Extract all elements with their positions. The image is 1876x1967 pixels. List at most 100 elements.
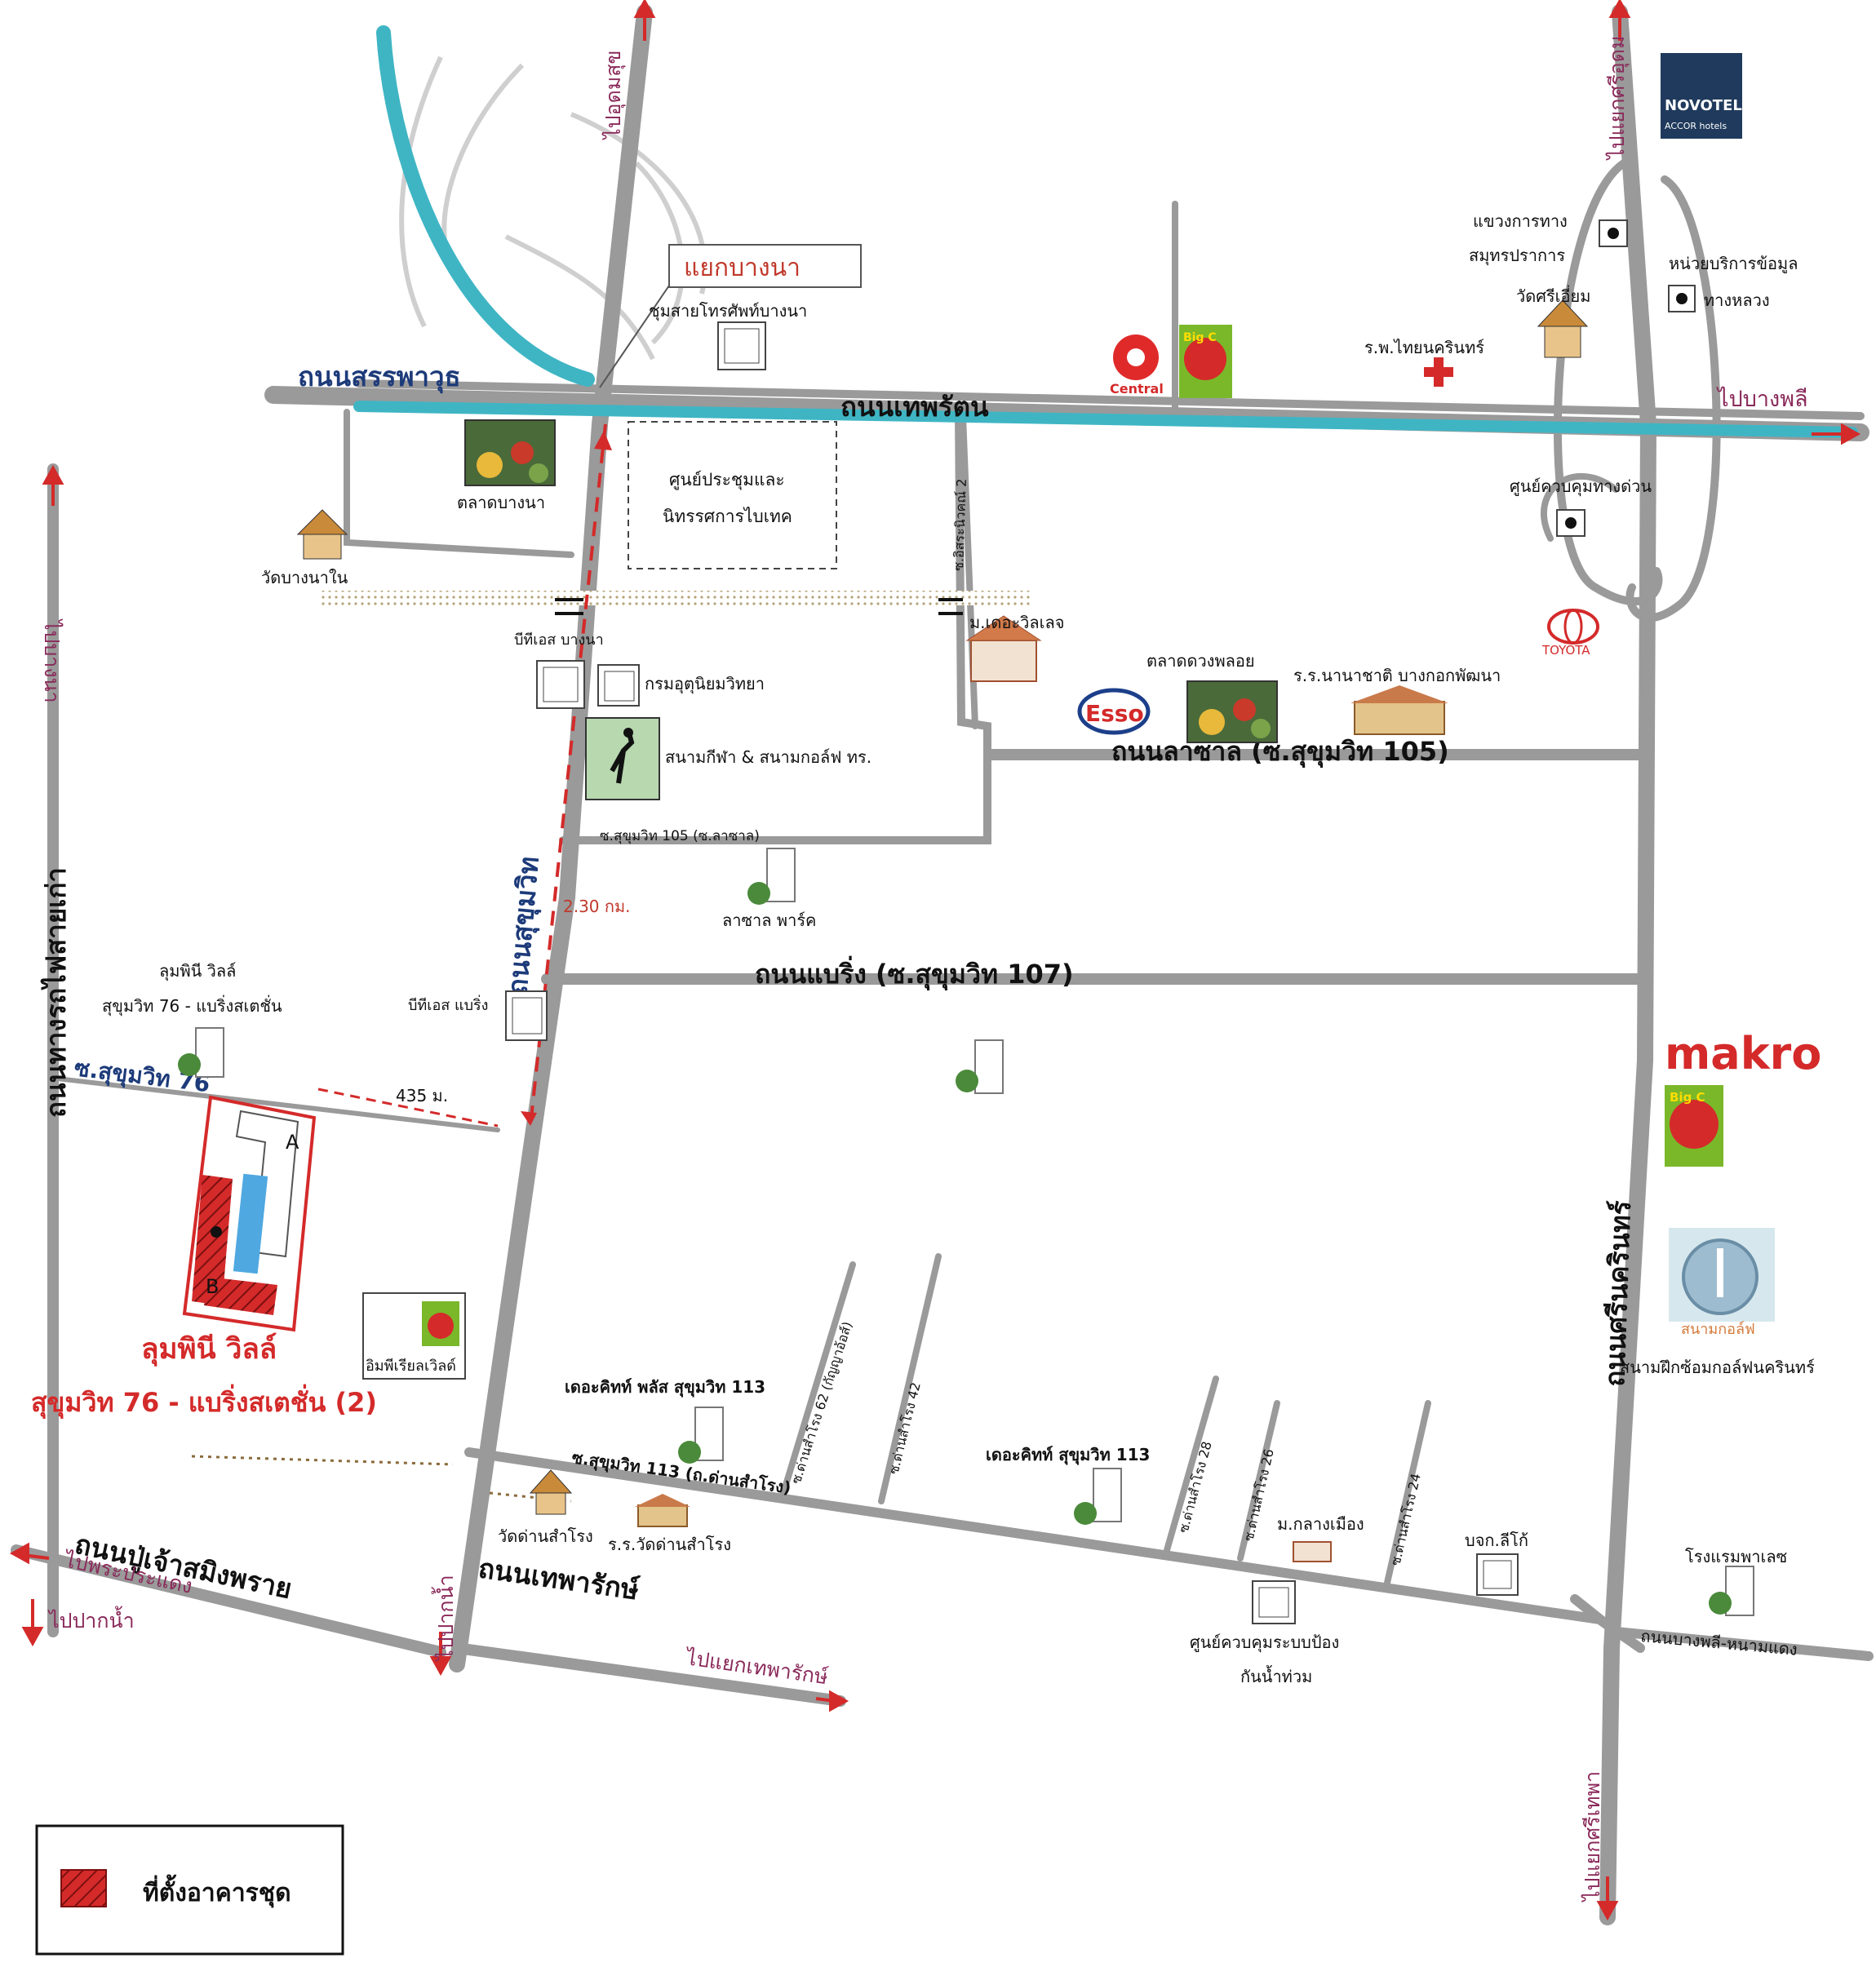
legend: ที่ตั้งอาคารชุด — [35, 1824, 344, 1956]
lumpini-small: ลุมพินี วิลล์ สุขุมวิท 76 - แบริ่งสเตชั่… — [102, 961, 282, 1078]
road-label-lasalle: ถนนลาซาล (ซ.สุขุมวิท 105) — [1111, 736, 1449, 769]
direction-bangna: ไปบางนา — [40, 618, 64, 703]
palace-hotel: โรงแรมพาเลซ — [1685, 1547, 1787, 1616]
road-label-sanphawut: ถนนสรรพาวุธ — [298, 361, 461, 394]
hospital-label: ร.พ.ไทยนครินทร์ — [1364, 338, 1484, 357]
highway-info-line2: ทางหลวง — [1704, 290, 1770, 310]
golf-field: สนามกีฬา & สนามกอล์ฟ ทร. — [585, 717, 871, 800]
convention-line2: นิทรรศการไบเทค — [663, 507, 792, 526]
duang-ploy-label: ตลาดดวงพลอย — [1146, 651, 1255, 671]
wat-dansamrong-label: วัดด่านสำโรง — [498, 1526, 593, 1546]
bigc-logo-top: Big C — [1179, 325, 1232, 398]
legend-label: ที่ตั้งอาคารชุด — [143, 1874, 291, 1908]
lico: บจก.ลีโก้ — [1465, 1531, 1528, 1596]
central-logo: Central — [1110, 334, 1164, 397]
building-a-label: A — [286, 1131, 299, 1154]
golf-range-logo-text: สนามกอล์ฟ — [1681, 1321, 1755, 1338]
expressway — [353, 25, 1858, 438]
palace-hotel-label: โรงแรมพาเลซ — [1685, 1547, 1787, 1566]
intl-school: ร.ร.นานาชาติ บางกอกพัฒนา — [1293, 666, 1501, 735]
the-kith-plus-label: เดอะคิทท์ พลัส สุขุมวิท 113 — [565, 1377, 765, 1398]
road-label-old-railway: ถนนทางรถไฟสายเก่า — [40, 867, 72, 1118]
toyota-logo: TOYOTA — [1541, 609, 1599, 658]
direction-udomsuk: ไปอุดมสุข — [601, 50, 626, 140]
road-label-soi-ds24: ซ.ด่านสำโรง 24 — [1387, 1472, 1423, 1567]
junction-callout-label: แยกบางนา — [684, 254, 801, 282]
project-name: ลุมพินี วิลล์ — [141, 1332, 277, 1367]
flood-center-line1: ศูนย์ควบคุมระบบป้อง — [1190, 1633, 1339, 1653]
direction-bangphli: ไปบางพลี — [1716, 387, 1808, 412]
highway-info-line1: หน่วยบริการข้อมูล — [1669, 254, 1798, 274]
intl-school-label: ร.ร.นานาชาติ บางกอกพัฒนา — [1293, 666, 1501, 685]
hospital: ร.พ.ไทยนครินทร์ — [1364, 338, 1484, 387]
road-label-srinakarin: ถนนศรีนครินทร์ — [1599, 1200, 1637, 1388]
legend-swatch — [60, 1869, 107, 1907]
convention-line1: ศูนย์ประชุมและ — [669, 470, 785, 490]
distance-soi76: 435 ม. — [396, 1086, 448, 1105]
the-kith-plus: เดอะคิทท์ พลัส สุขุมวิท 113 — [565, 1377, 765, 1464]
distance-bts: 2.30 กม. — [563, 897, 631, 916]
school-dansamrong-label: ร.ร.วัดด่านสำโรง — [608, 1535, 731, 1554]
lumpini-small-line2: สุขุมวิท 76 - แบริ่งสเตชั่น — [102, 995, 282, 1017]
wat-sri-iam: วัดศรีเอี่ยม — [1516, 285, 1590, 358]
lumpini-small-line1: ลุมพินี วิลล์ — [159, 961, 236, 981]
bangna-market-label: ตลาดบางนา — [457, 493, 545, 512]
telephone-exchange: ชุมสายโทรศัพท์บางนา — [649, 301, 807, 370]
flood-center-line2: กันน้ำท่วม — [1240, 1665, 1312, 1686]
meteorology-dept: กรมอุตุนิยมวิทยา — [597, 664, 765, 707]
village-label: ม.เดอะวิลเลจ — [969, 613, 1064, 632]
convention-center: ศูนย์ประชุมและ นิทรรศการไบเทค — [628, 421, 837, 569]
direction-paknam-left: ไปปากน้ำ — [47, 1606, 135, 1633]
toyota-text: TOYOTA — [1541, 643, 1590, 658]
makro-logo: makro — [1665, 1028, 1821, 1079]
imperial-world: อิมพีเรียลเวิลด์ — [362, 1292, 466, 1380]
wat-dansamrong: วัดด่านสำโรง — [498, 1469, 593, 1546]
building-b-label: B — [206, 1275, 219, 1298]
telephone-label: ชุมสายโทรศัพท์บางนา — [649, 301, 807, 321]
golf-field-label: สนามกีฬา & สนามกอล์ฟ ทร. — [665, 747, 871, 767]
route-line — [317, 423, 612, 1127]
highway-office-line2: สมุทรปราการ — [1469, 246, 1565, 266]
school-dansamrong: ร.ร.วัดด่านสำโรง — [608, 1494, 731, 1554]
bearing-condo — [956, 1039, 1004, 1094]
duang-ploy-market: ตลาดดวงพลอย — [1146, 651, 1278, 743]
lasalle-park: ลาซาล พาร์ค — [722, 848, 816, 930]
central-text: Central — [1110, 381, 1164, 397]
bts-bearing-label: บีทีเอส แบริ่ง — [408, 995, 488, 1014]
imperial-label: อิมพีเรียลเวิลด์ — [366, 1358, 456, 1375]
highway-office-line1: แขวงการทาง — [1473, 211, 1568, 231]
bts-bangna: บีทีเอส บางนา — [514, 598, 963, 709]
project-site: A B ลุมพินี วิลล์ สุขุมวิท 76 - แบริ่งสเ… — [31, 1095, 377, 1420]
novotel-text: NOVOTEL — [1665, 97, 1742, 114]
bts-bangna-label: บีทีเอส บางนา — [514, 631, 604, 649]
klang-muang: ม.กลางเมือง — [1277, 1514, 1364, 1562]
road-label-thepharat: ถนนเทพรัตน — [840, 391, 989, 423]
bts-bearing: บีทีเอส แบริ่ง — [408, 990, 548, 1041]
bigc-right-text: Big C — [1670, 1090, 1705, 1105]
klang-muang-label: ม.กลางเมือง — [1277, 1514, 1364, 1534]
esso-text: Esso — [1085, 700, 1144, 727]
direction-paknam: ไปปากน้ำ — [431, 1575, 458, 1662]
road-label-bangphli: ถนนบางพลี-หนามแดง — [1640, 1626, 1798, 1659]
lasalle-park-label: ลาซาล พาร์ค — [722, 910, 816, 930]
bigc-top-text: Big C — [1183, 331, 1217, 344]
makro-text: makro — [1665, 1028, 1821, 1079]
highway-office: แขวงการทาง สมุทรปราการ — [1469, 211, 1628, 266]
road-label-sukhumvit: ถนนสุขุมวิท — [501, 855, 547, 996]
esso-logo: Esso — [1077, 688, 1151, 735]
the-kith-label: เดอะคิทท์ สุขุมวิท 113 — [986, 1445, 1150, 1465]
road-label-soi-ds26: ซ.ด่านสำโรง 26 — [1240, 1447, 1276, 1543]
expressway-center-label: ศูนย์ควบคุมทางด่วน — [1510, 476, 1652, 497]
wat-bangna-nai: วัดบางนาใน — [261, 509, 348, 587]
road-label-soi-isara: ซ.อิสระนิวคณ์ 2 — [951, 478, 969, 571]
golf-range: สนามกอล์ฟ สนามฝึกซ้อมกอล์ฟนครินทร์ — [1620, 1228, 1815, 1377]
village-the-village: ม.เดอะวิลเลจ — [965, 613, 1064, 682]
skywalk-strip — [320, 591, 1030, 605]
golf-range-label: สนามฝึกซ้อมกอล์ฟนครินทร์ — [1620, 1358, 1815, 1377]
meteorology-label: กรมอุตุนิยมวิทยา — [645, 674, 765, 694]
project-subtitle: สุขุมวิท 76 - แบริ่งสเตชั่น (2) — [31, 1384, 377, 1420]
wat-bangna-nai-label: วัดบางนาใน — [261, 568, 348, 587]
expressway-center: ศูนย์ควบคุมทางด่วน — [1510, 476, 1652, 537]
wat-sri-iam-label: วัดศรีเอี่ยม — [1516, 285, 1590, 306]
